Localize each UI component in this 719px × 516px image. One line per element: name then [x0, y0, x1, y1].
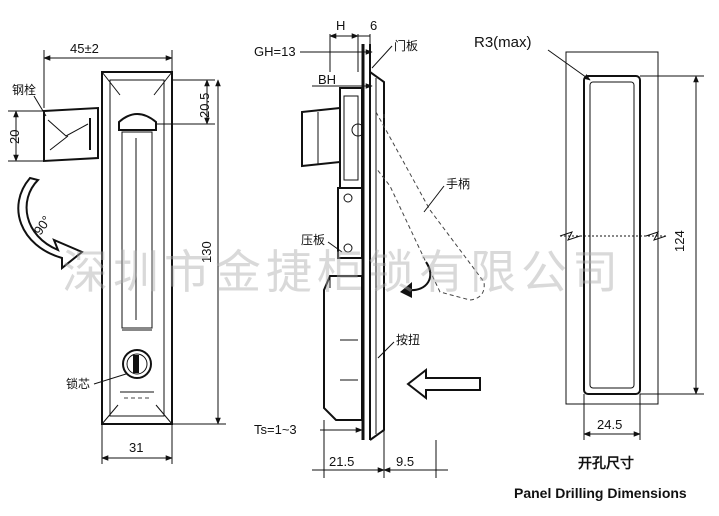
label-bolt: 钢栓 [12, 82, 36, 97]
dim-height: 130 [199, 241, 214, 263]
dim-21-5: 21.5 [329, 454, 354, 469]
lock-core [122, 349, 152, 379]
panel-sheet [565, 51, 659, 405]
cutout-title-cn: 开孔尺寸 [578, 455, 634, 471]
cutout-view: R3(max) 124 24.5 开孔尺寸 Panel Drilling Dim… [474, 34, 704, 501]
label-press-plate: 压板 [301, 233, 325, 247]
dim-width-top: 45±2 [70, 41, 99, 56]
company-watermark: 深圳市金捷柜锁有限公司 [62, 245, 623, 299]
push-arrow [406, 367, 481, 401]
front-bezel [369, 71, 385, 441]
bolt-side [301, 106, 341, 168]
dim-gh: GH=13 [254, 44, 296, 59]
dim-6: 6 [370, 18, 377, 33]
dim-radius: R3(max) [474, 34, 532, 51]
label-button: 按扭 [396, 333, 420, 347]
cutout-outline [583, 75, 641, 395]
label-lock-core: 锁芯 [66, 376, 90, 391]
dim-bolt-height: 20 [7, 130, 22, 144]
handle-slot [121, 131, 153, 329]
handle-body-outline [101, 71, 173, 425]
steel-bolt [43, 106, 99, 163]
rotation-arrow [17, 176, 84, 271]
lower-housing [323, 275, 363, 421]
dim-top-offset: 20.5 [197, 93, 212, 118]
rear-housing [339, 87, 363, 189]
side-view: H 6 GH=13 BH Ts=1~3 21.5 9.5 门板 手柄 压板 按扭 [254, 18, 485, 478]
lift-arrow [407, 261, 432, 292]
rotation-label: 90° [30, 213, 54, 238]
handle-inner-frame [109, 79, 165, 417]
front-view: 45±2 20 20.5 130 31 90° 钢栓 锁芯 [7, 41, 226, 464]
trigger-head [118, 113, 157, 131]
dim-ts: Ts=1~3 [254, 422, 297, 437]
label-door-panel: 门板 [394, 38, 418, 53]
press-plate [337, 187, 363, 259]
dim-9-5: 9.5 [396, 454, 414, 469]
dim-cutout-width: 24.5 [597, 417, 622, 432]
dim-h: H [336, 18, 345, 33]
cutout-title-en: Panel Drilling Dimensions [514, 485, 687, 501]
label-handle: 手柄 [446, 177, 470, 191]
dim-cutout-height: 124 [672, 230, 687, 252]
dim-width-bottom: 31 [129, 440, 143, 455]
dim-bh: BH [318, 72, 336, 87]
